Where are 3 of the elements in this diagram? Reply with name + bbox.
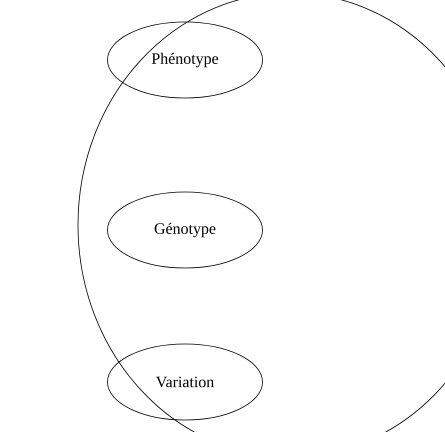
oval: Phénotype bbox=[107, 22, 263, 98]
oval: Génotype bbox=[107, 192, 263, 268]
oval: Variation bbox=[107, 344, 263, 420]
